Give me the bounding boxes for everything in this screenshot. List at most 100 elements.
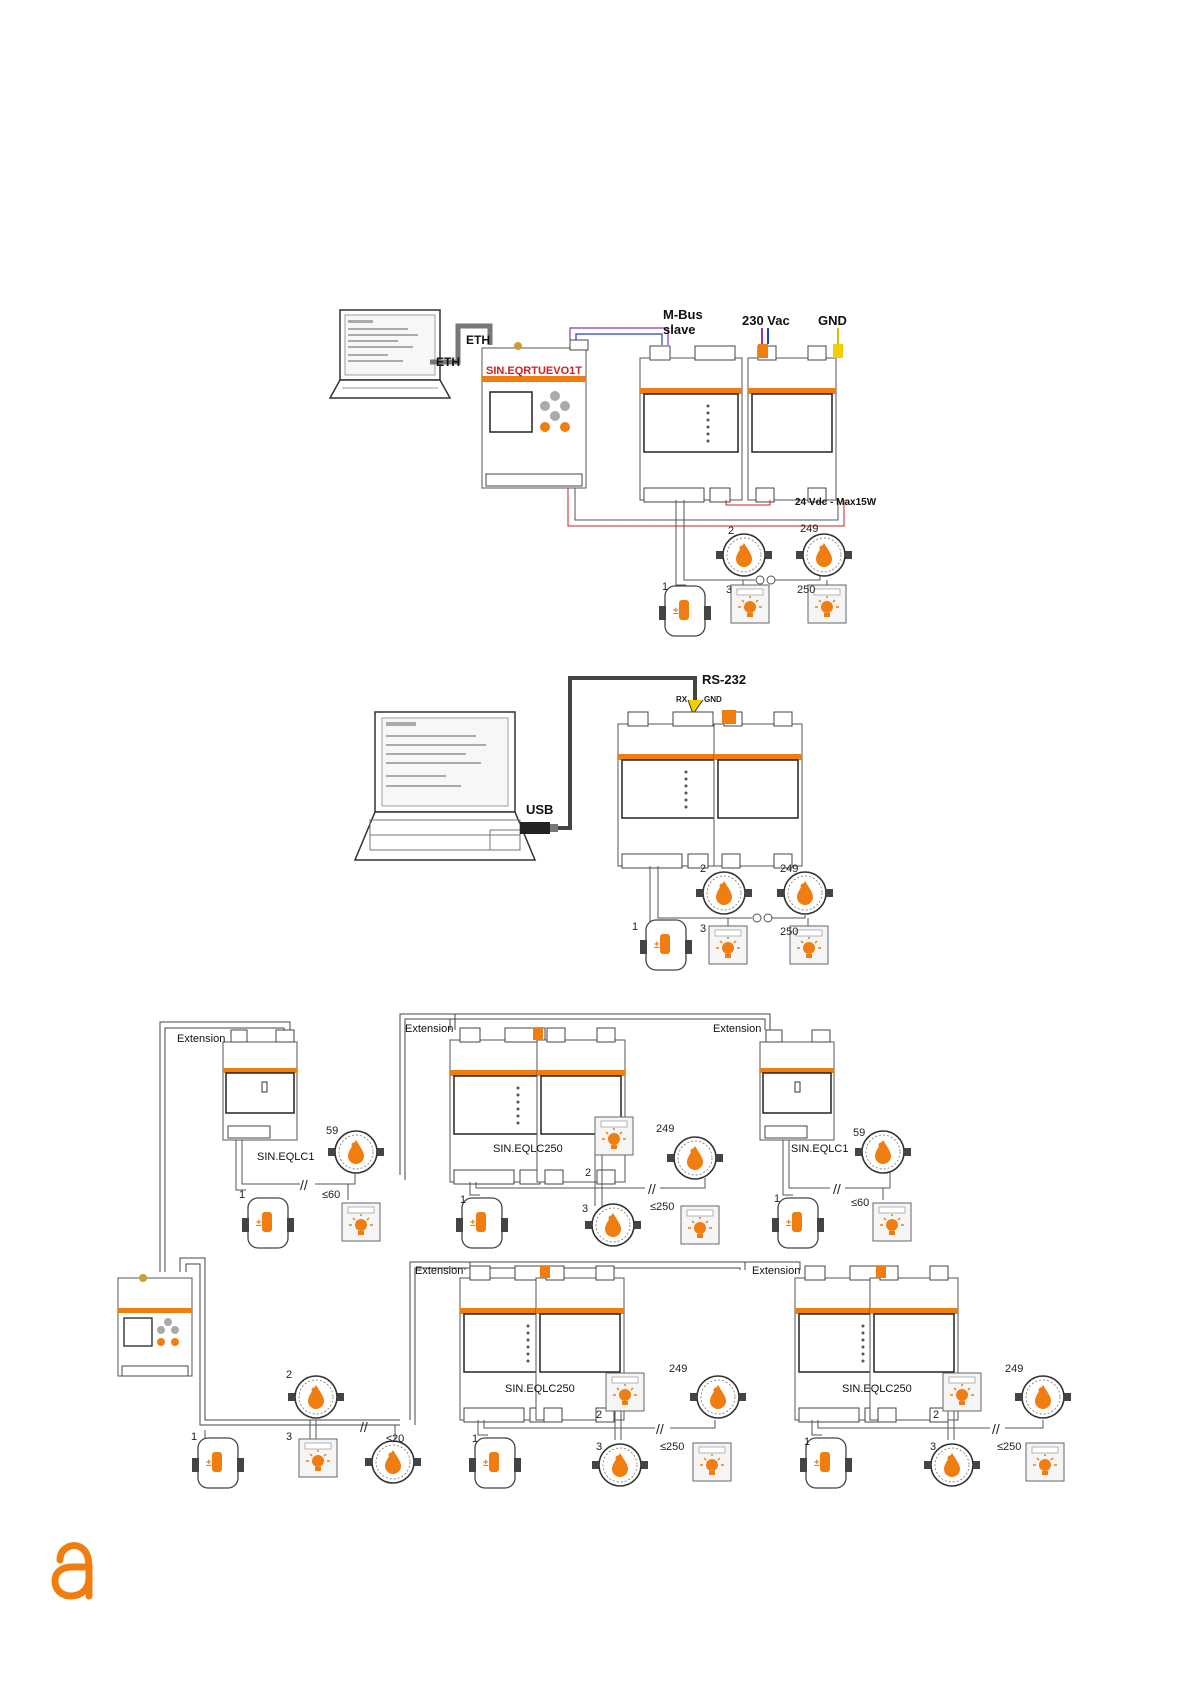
laptop-icon [329, 309, 451, 399]
logo-icon [51, 1542, 93, 1600]
meter-address-1: 1 [472, 1433, 478, 1445]
light-sensor-icon [680, 1205, 720, 1245]
meter-limit-250: ≤250 [650, 1201, 674, 1213]
extension-label: Extension [405, 1023, 453, 1035]
meter-limit-250: ≤250 [660, 1441, 684, 1453]
supply-label: 24 Vdc - Max15W [795, 497, 877, 508]
extension-lc1-right [759, 1029, 835, 1141]
power-supply-module-icon [713, 711, 803, 869]
meter-address-2: 2 [286, 1369, 292, 1381]
meter-address-249: 249 [656, 1123, 674, 1135]
meter-limit-60: ≤60 [322, 1189, 340, 1201]
mbus-slave-label-2: slave [663, 322, 696, 337]
lc1-label: SIN.EQLC1 [791, 1143, 848, 1155]
lc250-label: SIN.EQLC250 [505, 1383, 575, 1395]
meter-address-1: 1 [239, 1189, 245, 1201]
meter-address-249: 249 [780, 863, 798, 875]
usb-label: USB [526, 802, 553, 817]
water-meter-icon [776, 871, 834, 915]
usb-cable [558, 676, 697, 830]
extension-label: Extension [415, 1265, 463, 1277]
meter-address-2: 2 [933, 1409, 939, 1421]
heat-meter-icon [771, 1197, 825, 1249]
meter-limit-250: ≤250 [997, 1441, 1021, 1453]
230vac-label: 230 Vac [742, 313, 790, 328]
meter-address-2: 2 [728, 525, 734, 537]
mbus-slave-label: M-Bus [663, 307, 703, 322]
light-sensor-icon [730, 584, 770, 624]
light-sensor-icon [298, 1438, 338, 1478]
section-ethernet: ETH ETH SIN.EQRTUEVO1T [329, 307, 877, 637]
water-meter-icon [795, 533, 853, 577]
lc1-label: SIN.EQLC1 [257, 1151, 314, 1163]
meter-limit-60: ≤60 [851, 1197, 869, 1209]
heat-meter-icon [658, 585, 712, 637]
heat-meter-icon [639, 919, 693, 971]
rx-label: RX [676, 695, 688, 704]
svg-text://: // [360, 1419, 368, 1435]
meter-address-249: 249 [800, 523, 818, 535]
section-rs232: USB RS-232 RX GND 2 249 1 3 250 [353, 672, 834, 971]
meter-address-1: 1 [774, 1193, 780, 1205]
svg-text://: // [300, 1177, 308, 1193]
light-sensor-icon [594, 1116, 634, 1156]
meter-address-250: 250 [797, 584, 815, 596]
svg-text://: // [833, 1181, 841, 1197]
meter-address-1: 1 [191, 1431, 197, 1443]
power-supply-module-icon [747, 345, 837, 503]
controller-icon [481, 339, 589, 489]
laptop-icon [353, 711, 537, 861]
meter-address-1: 1 [662, 581, 668, 593]
light-sensor-icon [605, 1372, 645, 1412]
light-sensor-icon [692, 1442, 732, 1482]
meter-address-3: 3 [930, 1441, 936, 1453]
meter-address-59: 59 [326, 1125, 338, 1137]
eth-label-laptop: ETH [436, 355, 460, 369]
meter-address-3: 3 [596, 1441, 602, 1453]
water-meter-icon [1014, 1375, 1072, 1419]
extension-lc1-left [222, 1029, 298, 1141]
meter-address-2: 2 [596, 1409, 602, 1421]
router-model-label: SIN.EQRTUEVO1T [486, 365, 582, 377]
meter-address-3: 3 [726, 584, 732, 596]
light-sensor-icon [1025, 1442, 1065, 1482]
meter-address-59: 59 [853, 1127, 865, 1139]
meter-address-3: 3 [582, 1203, 588, 1215]
water-meter-icon [666, 1136, 724, 1180]
eth-label-router: ETH [466, 333, 490, 347]
meter-address-1: 1 [632, 921, 638, 933]
mbus-master-module-icon [617, 711, 721, 869]
meter-address-3: 3 [286, 1431, 292, 1443]
water-meter-icon [327, 1130, 385, 1174]
water-meter-icon [287, 1375, 345, 1419]
rs232-label: RS-232 [702, 672, 746, 687]
gnd-rs-label: GND [704, 695, 722, 704]
svg-text://: // [992, 1421, 1000, 1437]
extension-label: Extension [177, 1033, 225, 1045]
controller-icon [117, 1274, 193, 1377]
water-meter-icon [695, 871, 753, 915]
extension-label: Extension [752, 1265, 800, 1277]
meter-address-2: 2 [700, 863, 706, 875]
svg-text://: // [648, 1181, 656, 1197]
water-meter-icon [689, 1375, 747, 1419]
light-sensor-icon [708, 925, 748, 965]
section-extension: Extension SIN.EQLC1 // 59 1 ≤60 Extensio… [117, 1013, 1072, 1489]
meter-address-250: 250 [780, 926, 798, 938]
gnd-terminal [833, 344, 843, 358]
water-meter-icon [584, 1203, 642, 1247]
lc250-label: SIN.EQLC250 [842, 1383, 912, 1395]
meter-address-1: 1 [804, 1436, 810, 1448]
meter-address-249: 249 [1005, 1363, 1023, 1375]
light-sensor-icon [872, 1202, 912, 1242]
heat-meter-icon [468, 1437, 522, 1489]
svg-text://: // [656, 1421, 664, 1437]
meter-address-3: 3 [700, 923, 706, 935]
gnd-label: GND [818, 313, 847, 328]
water-meter-icon [715, 533, 773, 577]
meter-address-2: 2 [585, 1167, 591, 1179]
meter-address-1: 1 [460, 1194, 466, 1206]
ethernet-cable [430, 323, 493, 365]
mbus-master-module-icon [639, 345, 743, 503]
water-meter-icon [364, 1440, 422, 1484]
